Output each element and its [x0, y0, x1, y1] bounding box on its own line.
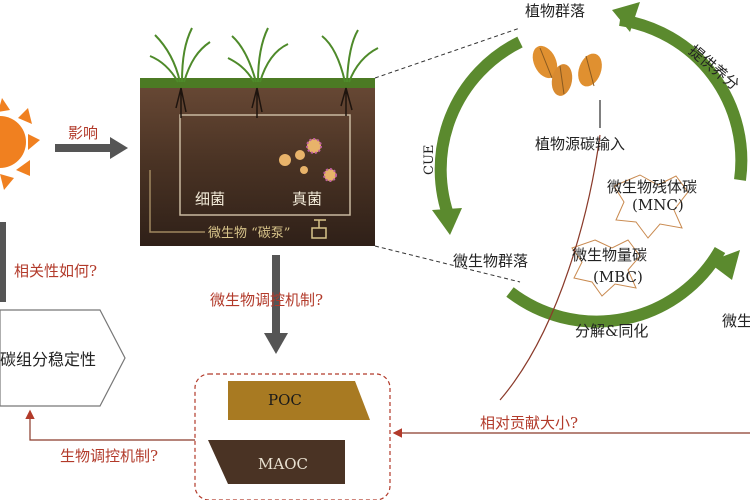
carbon-fraction-box [194, 373, 391, 500]
necromass-label: 微生物残体碳 [607, 178, 698, 196]
microbial-regulation-label: 微生物调控机制? [210, 291, 324, 309]
pump-icon [311, 219, 327, 239]
correlation-label: 相关性如何? [14, 262, 98, 280]
root-lines [175, 87, 353, 118]
poc-shape [228, 381, 370, 420]
down-arrow [264, 255, 288, 354]
decompose-label: 分解&同化 [575, 322, 649, 340]
mnc-outline [613, 174, 689, 239]
cycle-arrowhead-top [612, 2, 640, 32]
right-edge-label: 微生 [722, 312, 750, 330]
influence-arrow [55, 137, 128, 159]
influence-label: 影响 [68, 124, 99, 142]
cycle-arrowhead-left [432, 208, 462, 235]
mbc-label: (MBC) [593, 268, 643, 286]
bio-regulation-label: 生物调控机制? [60, 447, 159, 465]
sun-icon [0, 98, 40, 190]
maoc-label: MAOC [258, 455, 308, 473]
plant-carbon-input-label: 植物源碳输入 [535, 135, 626, 153]
bacteria-label: 细菌 [195, 190, 226, 208]
left-up-arrow [0, 222, 6, 302]
maoc-shape [208, 440, 345, 484]
cue-label: CUE [422, 144, 437, 175]
poc-label: POC [268, 391, 302, 409]
seed-icon [532, 45, 602, 96]
grass-icon [149, 27, 379, 83]
mnc-label: (MNC) [632, 196, 684, 214]
microbe-icon [279, 138, 337, 182]
cycle-ring [434, 14, 748, 328]
relative-contribution-label: 相对贡献大小? [480, 414, 579, 432]
stability-hexagon [0, 309, 126, 407]
cycle-arrowhead-right [708, 250, 740, 280]
mbc-outline [571, 239, 641, 297]
plant-community-label: 植物群落 [525, 2, 586, 20]
stability-label: 碳组分稳定性 [0, 350, 97, 369]
fungi-label: 真菌 [292, 190, 323, 208]
microbial-community-label: 微生物群落 [453, 252, 529, 270]
biomass-label: 微生物量碳 [572, 246, 648, 264]
microbe-pump-label: 微生物 “碳泵” [208, 226, 291, 241]
